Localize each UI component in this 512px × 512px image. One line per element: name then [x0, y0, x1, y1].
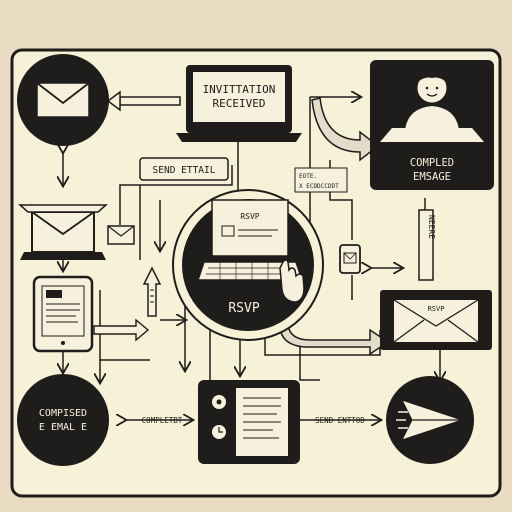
send-entered-label: SEND ENTTOD — [315, 416, 365, 425]
computer-icon — [196, 199, 304, 281]
rsvp-envelope-label: RSVP — [428, 305, 445, 313]
completed-message-line1: COMPLED — [410, 157, 454, 169]
composed-email-line2: E EMAL E — [39, 422, 87, 433]
rsvp-envelope-node: RSVP — [380, 290, 492, 350]
tablet-icon — [32, 275, 94, 353]
upload-arrow-icon — [142, 266, 162, 317]
envelope-node — [17, 54, 109, 146]
send-email-label: SEND ETTAIL — [153, 165, 216, 176]
note-line2: X ECDDCCDDT — [299, 183, 339, 190]
invitation-label-line1: INVITTATION — [203, 83, 276, 96]
invitation-label-line2: RECEIVED — [213, 97, 266, 110]
open-envelope-laptop-icon — [18, 204, 108, 260]
note-line1: EOTE. — [299, 173, 317, 180]
vertical-label-text: NEERE — [427, 215, 436, 239]
envelope-icon — [36, 82, 90, 118]
completed-message-line2: EMSAGE — [413, 171, 451, 183]
phone-icon — [339, 244, 361, 274]
invitation-received-node: INVITTATION RECEIVED — [176, 65, 302, 142]
completed-label: COMPLETBT — [142, 416, 183, 425]
rsvp-center-label: RSVP — [228, 301, 259, 316]
paper-plane-node — [386, 376, 474, 464]
laptop-icon — [176, 65, 302, 142]
document-icon — [236, 388, 288, 456]
rsvp-center-node: RSVP RSVP — [172, 189, 324, 341]
rsvp-screen-label: RSVP — [240, 212, 259, 221]
send-entered-tag: SEND ENTTOD — [315, 416, 365, 425]
tablet-arrow — [93, 318, 150, 342]
curved-arrow-completed — [311, 97, 380, 162]
hand-pointer-icon — [279, 259, 305, 303]
clock-icon — [212, 425, 226, 439]
composed-email-node: COMPISED E EMAL E — [17, 374, 109, 466]
composed-email-line1: COMPISED — [39, 408, 87, 419]
completed-tag: COMPLETBT — [142, 416, 183, 425]
completed-message-node: COMPLED EMSAGE — [370, 60, 494, 190]
document-node — [198, 380, 300, 464]
paper-plane-icon — [396, 399, 464, 441]
small-envelope-icon — [107, 225, 135, 245]
send-email-node: SEND ETTAIL — [139, 157, 229, 181]
person-icon — [405, 70, 459, 130]
small-note: EOTE. X ECDDCCDDT — [294, 167, 348, 193]
vertical-label-bar: NEERE — [418, 209, 436, 281]
gear-icon — [212, 395, 226, 409]
